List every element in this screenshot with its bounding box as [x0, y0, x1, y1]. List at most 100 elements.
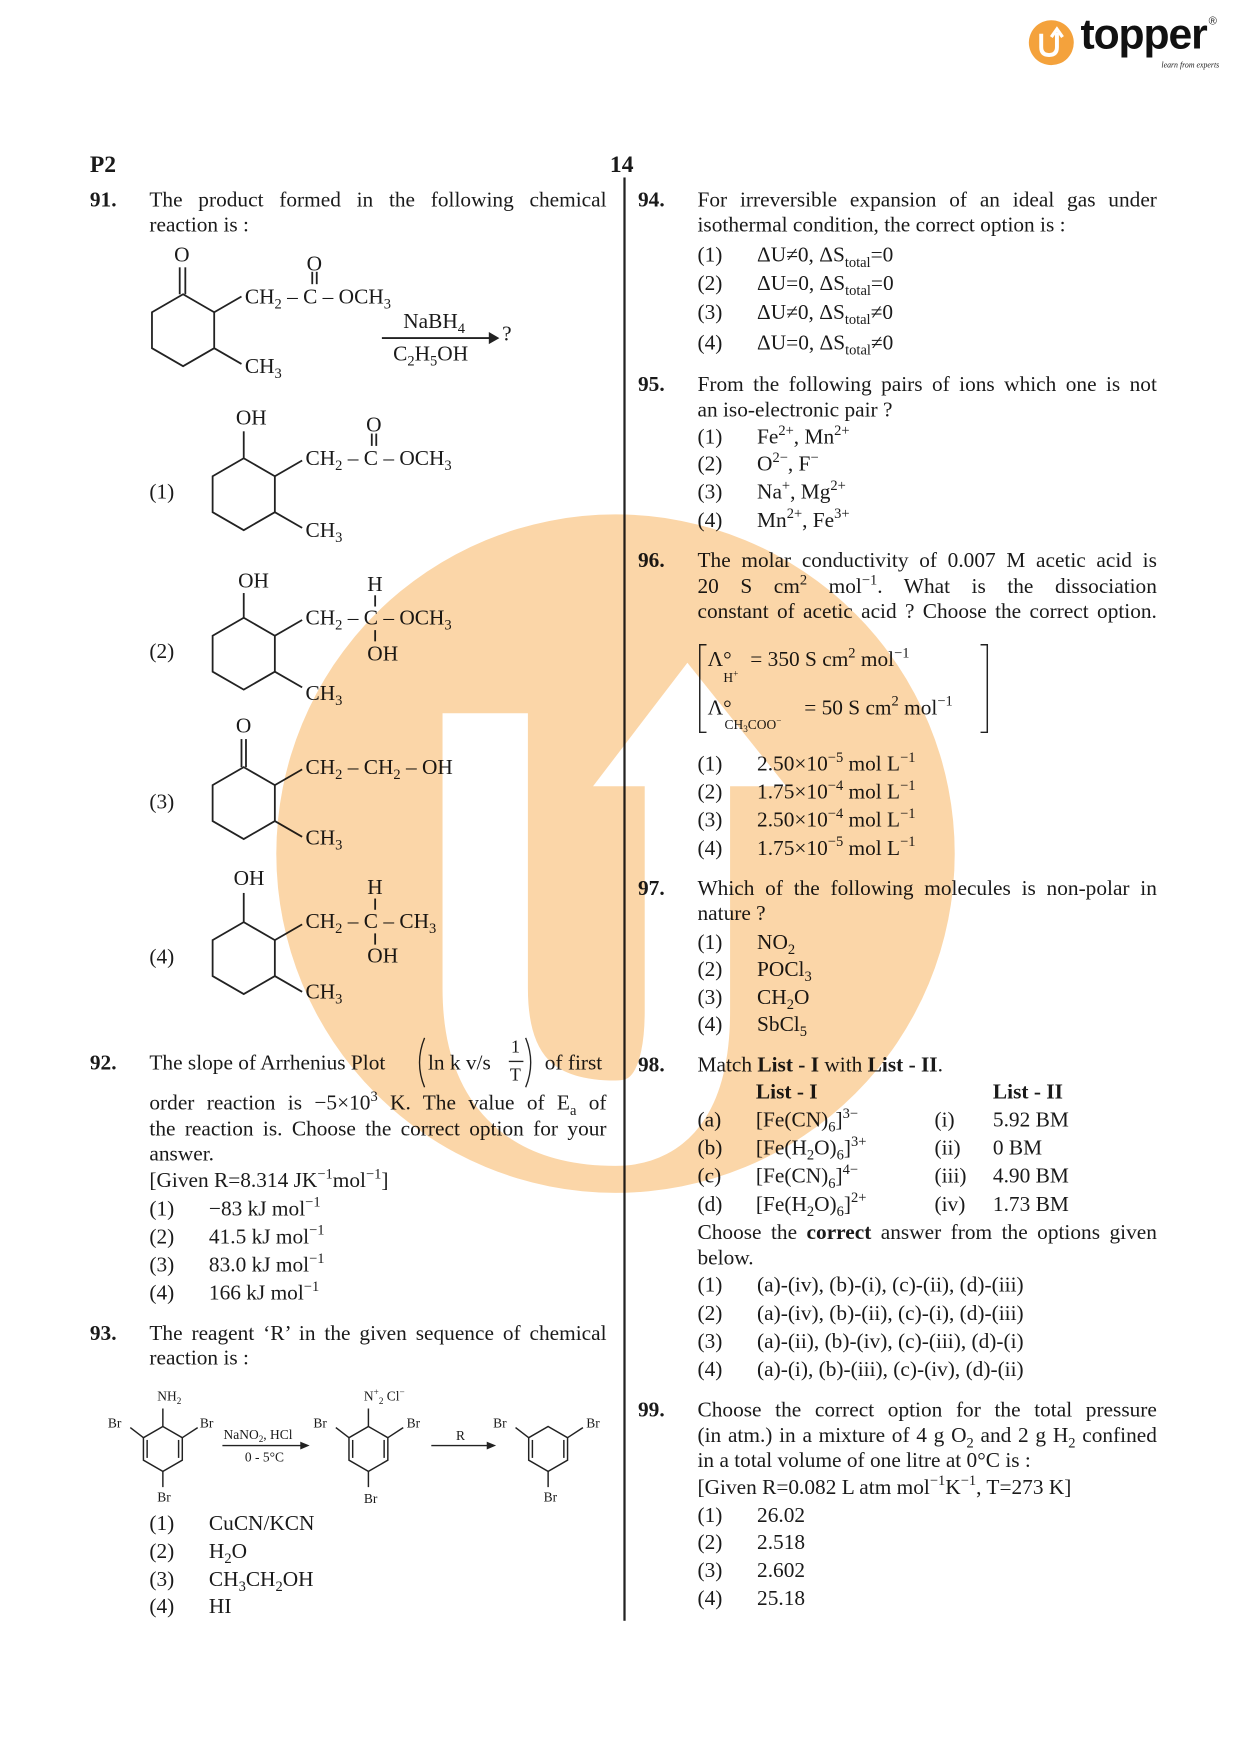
q93-option-4[interactable]: (4)HI: [149, 1594, 606, 1620]
q91-text-line: reaction is :: [149, 213, 249, 237]
option-text: −83 kJ mol−1: [208, 1193, 321, 1221]
option-number: (3): [697, 480, 723, 505]
q93-option-1[interactable]: (1)CuCN/KCN: [149, 1511, 606, 1537]
top-group: OH: [238, 569, 269, 594]
q95-option-2[interactable]: (2)O2−, F−: [698, 450, 1157, 478]
q99-option-4[interactable]: (4)25.18: [698, 1586, 1157, 1612]
q96-text-line: 20 S cm2 mol−1. What is the dissociation: [697, 573, 1157, 599]
q92-fraction-text: ln k v/s: [427, 1051, 491, 1075]
q93-br: Br: [313, 1415, 327, 1431]
q95-option-4[interactable]: (4) Mn2+, Fe3+: [697, 504, 1157, 534]
q93-scheme-structures: [129, 1408, 584, 1488]
option-number: (4): [149, 1281, 175, 1306]
q91-product-unknown: ?: [502, 322, 512, 346]
q97-option-1[interactable]: (1)NO2: [698, 930, 1157, 956]
q99-text-line: in a total volume of one litre at 0°C is…: [697, 1448, 1031, 1473]
q98-option-4[interactable]: (4)(a)-(i), (b)-(iii), (c)-(iv), (d)-(ii…: [698, 1357, 1157, 1383]
q99-option-3[interactable]: (3)2.602: [698, 1558, 1157, 1584]
option-number: (1): [697, 243, 723, 268]
q93-reagent1: NaNO2, HCl: [223, 1426, 293, 1445]
q96-text-line: constant of acetic acid ? Choose the cor…: [697, 599, 1157, 624]
option-number: (1): [697, 1273, 723, 1298]
option-number: (1): [149, 1197, 175, 1221]
option-number: (3): [697, 1559, 723, 1583]
q97-option-4[interactable]: (4)SbCl5: [698, 1012, 1157, 1038]
option-text: (a)-(i), (b)-(iii), (c)-(iv), (d)-(ii): [757, 1357, 1024, 1382]
q96-option-1[interactable]: (1)2.50×10−5 mol L−1: [697, 750, 1157, 777]
option-number: (4): [149, 945, 175, 970]
q99-option-2[interactable]: (2)2.518: [698, 1530, 1157, 1556]
q92-option-4[interactable]: (4) 166 kJ mol−1: [149, 1277, 606, 1306]
option-text: ΔU=0, ΔStotal≠0: [757, 331, 894, 358]
above-c: O: [366, 413, 382, 437]
above-c: H: [367, 876, 383, 900]
q92-option-3[interactable]: (3)83.0 kJ mol−1: [149, 1250, 606, 1278]
below-c: OH: [367, 642, 399, 667]
q92-number: 92.: [89, 1051, 117, 1075]
logo-registered: ®: [1208, 15, 1217, 29]
q92-option-1[interactable]: (1) −83 kJ mol−1: [149, 1193, 606, 1222]
option-number: (1): [697, 752, 723, 777]
option-number: (4): [697, 836, 723, 861]
q98-option-2[interactable]: (2)(a)-(iv), (b)-(ii), (c)-(i), (d)-(iii…: [698, 1301, 1157, 1327]
q92-option-2[interactable]: (2)41.5 kJ mol−1: [149, 1222, 606, 1250]
q96-lambda-h-sub: H+: [723, 668, 739, 686]
q94-option-2[interactable]: (2)ΔU=0, ΔStotal=0: [698, 271, 1157, 297]
option-text: 166 kJ mol−1: [208, 1277, 320, 1306]
above-c: H: [367, 572, 383, 597]
option-number: (1): [697, 425, 723, 450]
option-text: ΔU≠0, ΔStotal=0: [757, 243, 894, 271]
q96-lambda-ac-value: = 50 S cm2 mol−1: [804, 692, 953, 720]
option-number: (4): [697, 508, 723, 533]
q93-option-2[interactable]: (2)H2O: [149, 1539, 606, 1565]
option-number: (3): [697, 986, 723, 1010]
option-number: (3): [149, 1253, 175, 1278]
option-text: 1.75×10−5 mol L−1: [757, 832, 916, 861]
chain: CH2 – C – CH3: [305, 909, 437, 937]
q98-option-3[interactable]: (3)(a)-(ii), (b)-(iv), (c)-(iii), (d)-(i…: [698, 1329, 1157, 1355]
option-text: 25.18: [757, 1587, 806, 1611]
q93-br: Br: [406, 1415, 421, 1431]
q97-option-2[interactable]: (2)POCl3: [698, 957, 1157, 983]
moment: 5.92 BM: [992, 1108, 1069, 1133]
moment: 1.73 BM: [992, 1192, 1069, 1217]
option-number: (4): [149, 1594, 175, 1619]
option-text: POCl3: [757, 958, 812, 985]
q96-option-2[interactable]: (2)1.75×10−4 mol L−1: [698, 776, 1157, 806]
complex: [Fe(CN)6]3−: [755, 1104, 859, 1136]
q91-reactant-structure: [151, 267, 500, 368]
option-text: ΔU≠0, ΔStotal≠0: [757, 301, 893, 328]
q98-option-1[interactable]: (1)(a)-(iv), (b)-(i), (c)-(ii), (d)-(iii…: [698, 1273, 1157, 1299]
q94-option-1[interactable]: (1) ΔU≠0, ΔStotal=0: [698, 243, 1157, 269]
q99-text-line: Choose the correct option for the total …: [697, 1398, 1157, 1422]
q99-option-1[interactable]: (1)26.02: [698, 1503, 1157, 1529]
q94-option-4[interactable]: (4)ΔU=0, ΔStotal≠0: [698, 330, 1157, 356]
ch3: CH3: [305, 980, 343, 1007]
q96-number: 96.: [637, 549, 665, 573]
q92-fraction-denominator: T: [509, 1065, 521, 1086]
chain: CH2 – CH2 – OH: [305, 755, 453, 783]
q97-option-3[interactable]: (3)CH2O: [698, 985, 1157, 1011]
option-text: Mn2+, Fe3+: [757, 504, 850, 533]
q93-option-3[interactable]: (3)CH3CH2OH: [149, 1567, 606, 1593]
q96-option-4[interactable]: (4) 1.75×10−5 mol L−1: [697, 832, 1157, 862]
option-text: 1.75×10−4 mol L−1: [757, 776, 916, 805]
logo-text: topper: [1080, 11, 1208, 59]
q93-text-line: The reagent ‘R’ in the given sequence of…: [149, 1322, 607, 1346]
row-label: (a): [697, 1108, 722, 1133]
option-number: (1): [697, 931, 723, 955]
q94-option-3[interactable]: (3)ΔU≠0, ΔStotal≠0: [698, 300, 1157, 326]
option-number: (2): [697, 1530, 723, 1555]
q96-option-3[interactable]: (3)2.50×10−4 mol L−1: [698, 806, 1157, 834]
q95-option-1[interactable]: (1)Fe2+, Mn2+: [697, 423, 1157, 451]
q95-option-3[interactable]: (3)Na+, Mg2+: [697, 478, 1157, 506]
q99-given: [Given R=0.082 L atm mol−1K−1, T=273 K]: [697, 1471, 1072, 1500]
q91-reagent-top: NaBH4: [403, 310, 466, 337]
q99-text-line: (in atm.) in a mixture of 4 g O2 and 2 g…: [697, 1424, 1157, 1449]
complex: [Fe(CN)6]4−: [755, 1160, 859, 1192]
q94-text-line: For irreversible expansion of an ideal g…: [697, 188, 1157, 213]
q98-intro: Match List - I with List - II.: [697, 1053, 943, 1078]
q95-text-line: From the following pairs of ions which o…: [697, 372, 1157, 397]
option-number: (2): [697, 1301, 723, 1326]
